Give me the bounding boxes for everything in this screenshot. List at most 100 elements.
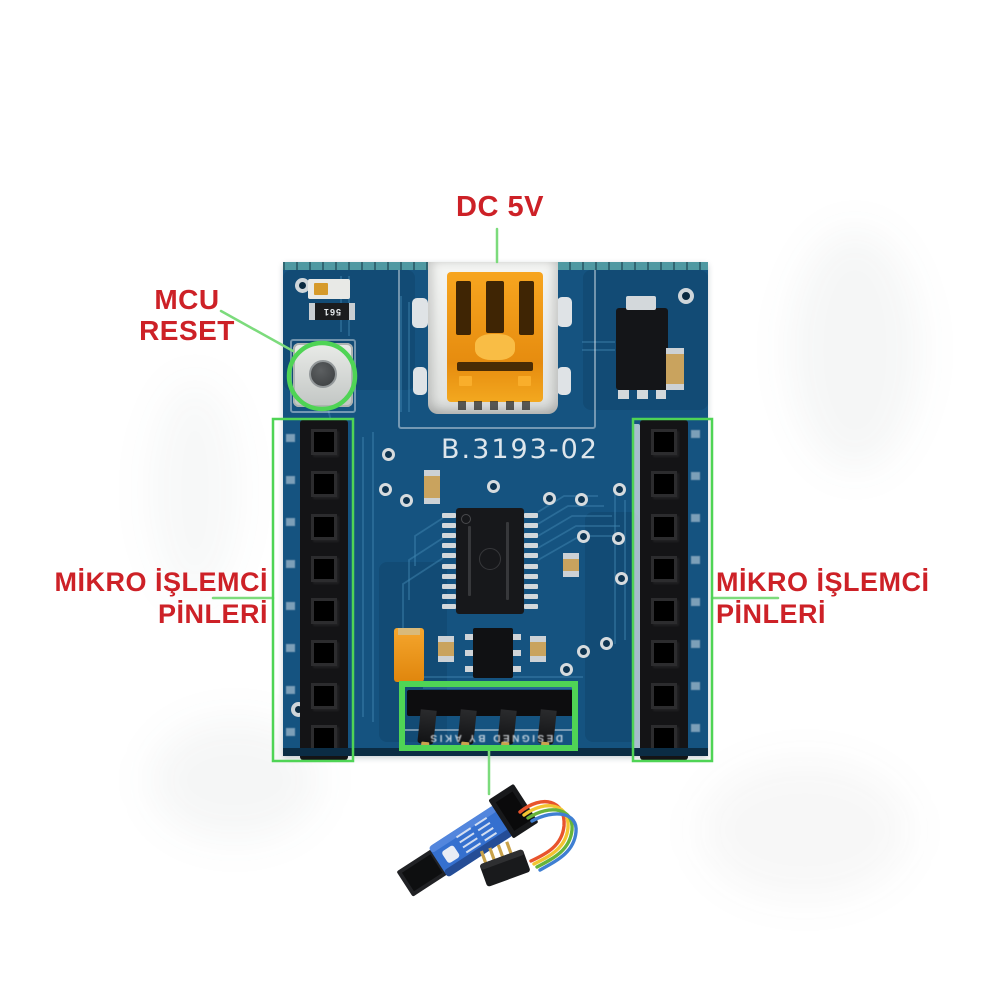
led-die (314, 283, 328, 295)
solder-pad (615, 572, 628, 585)
usb-solder-pad (557, 367, 571, 395)
resistor (530, 636, 546, 662)
solder-pad (612, 532, 625, 545)
left-pin-header (300, 420, 348, 760)
mini-usb-connector (447, 272, 543, 402)
pcb-board: 561 B.3193-02 (283, 262, 708, 764)
pin-socket (651, 429, 677, 455)
silkscreen-strip (632, 424, 640, 756)
voltage-regulator (616, 296, 668, 399)
pin-socket (311, 429, 337, 455)
chip-marking (468, 526, 471, 596)
solder-pad (613, 483, 626, 496)
resistor-marking: 561 (322, 306, 342, 317)
st-logo (479, 548, 501, 570)
pin-labels-left (286, 434, 295, 764)
usb-slot (456, 281, 471, 335)
board-model-text: B.3193-02 (441, 434, 599, 465)
solder-pad (487, 480, 500, 493)
pin-socket (311, 640, 337, 667)
mcu-reset-label-line1: MCU (154, 284, 220, 315)
solder-pad (575, 493, 588, 506)
pin-socket (311, 513, 337, 540)
pin-socket (651, 640, 677, 667)
pin-socket (311, 555, 337, 582)
solder-pad (560, 663, 573, 676)
tantalum-capacitor (394, 628, 424, 682)
right-pin-header (640, 420, 688, 760)
regulator-tab (626, 296, 656, 310)
reset-button (293, 343, 353, 407)
left-pins-label-line1: MİKRO İŞLEMCİ (54, 567, 268, 597)
ic-leg (513, 634, 521, 640)
right-pins-label-line1: MİKRO İŞLEMCİ (716, 567, 930, 597)
pcb-trace-layer (283, 265, 708, 742)
background-smudge (700, 760, 910, 900)
pin-socket (311, 471, 337, 498)
capacitor (424, 470, 440, 504)
chip-marking (506, 522, 509, 600)
pin-socket (651, 555, 677, 582)
ic-leg (465, 634, 473, 640)
ic-leg (513, 666, 521, 672)
solder-pad (382, 448, 395, 461)
usb-programmer (397, 784, 578, 897)
capacitor (563, 553, 579, 577)
st-logo-badge (442, 845, 460, 863)
usb-plug-opening (401, 854, 443, 892)
regulator-legs (618, 390, 666, 399)
ic-leg (465, 666, 473, 672)
pin-socket (311, 682, 337, 709)
left-pins-label-line2: PİNLERİ (157, 599, 268, 629)
ic-leg (465, 650, 473, 656)
solder-pad (400, 494, 413, 507)
pin-socket (651, 513, 677, 540)
mounting-hole (678, 288, 694, 304)
right-pins-label-line2: PİNLERİ (716, 599, 827, 629)
mcu-reset-label-line2: RESET (139, 315, 235, 346)
right-pins-label: MİKRO İŞLEMCİ PİNLERİ (716, 566, 956, 630)
usb-solder-pad (413, 367, 427, 395)
solder-pad (379, 483, 392, 496)
pin-socket (651, 598, 677, 625)
wire-harness (518, 800, 578, 872)
mcu-pins-left (442, 508, 456, 614)
mcu-reset-label: MCU RESET (117, 284, 257, 346)
usb-slot (519, 281, 534, 335)
board-bottom-silkscreen: DESIGNED BY AKIS (427, 732, 564, 743)
usb-slot (486, 281, 504, 333)
dc-power-label: DC 5V (456, 191, 544, 223)
mcu-chip (456, 508, 524, 614)
programmer-header-shroud (489, 784, 538, 838)
usb-detail (518, 376, 531, 386)
solder-pad (577, 645, 590, 658)
resistor-561: 561 (309, 303, 355, 320)
usb-slot (457, 362, 533, 371)
dupont-connector (479, 841, 530, 887)
ic-leg (513, 650, 521, 656)
mcu-pins-right (524, 508, 538, 614)
usb-detail (459, 376, 472, 386)
usb-solder-pad (412, 298, 428, 328)
solder-pad (600, 637, 613, 650)
power-led (308, 279, 350, 299)
pin-socket (311, 598, 337, 625)
pin-socket (651, 471, 677, 498)
usb-solder-pad (557, 297, 572, 327)
solder-pad (543, 492, 556, 505)
resistor (438, 636, 454, 662)
board-bottom-edge (283, 748, 708, 756)
usb-tongue (475, 334, 515, 360)
programmer-body (429, 806, 512, 876)
usb-plug (397, 849, 448, 897)
pin1-dot (461, 514, 471, 524)
pin-socket (651, 682, 677, 709)
capacitor (666, 348, 684, 390)
solder-pad (577, 530, 590, 543)
sot23-ic (465, 628, 521, 678)
reset-button-cap (309, 360, 337, 388)
background-smudge (790, 230, 920, 470)
pin-labels-right (691, 430, 700, 760)
usb-contact-teeth (458, 401, 534, 410)
